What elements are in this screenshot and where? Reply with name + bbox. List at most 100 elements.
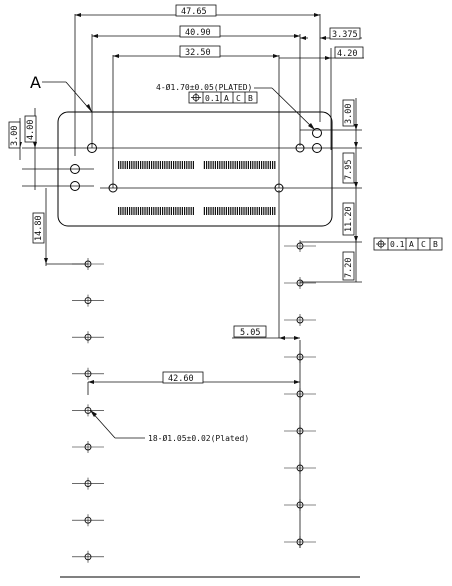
contact-pad (267, 207, 269, 215)
contact-pad (133, 207, 135, 215)
contact-pad (188, 161, 190, 169)
contact-pad (184, 161, 186, 169)
tolerance-right-datum-2: C (421, 240, 426, 249)
contact-pad (122, 161, 124, 169)
pin-hole (284, 462, 316, 474)
mount-hole-note: 4-Ø1.70±0.05(PLATED) (156, 82, 316, 131)
contact-pad (164, 207, 166, 215)
contact-pad (175, 161, 177, 169)
tolerance-frame-top: 0.1 A C B (188, 91, 258, 104)
contact-pad (223, 161, 225, 169)
contact-pad (144, 207, 146, 215)
contact-pad (124, 161, 126, 169)
pin-hole (72, 514, 104, 527)
centerlines (22, 129, 362, 548)
tolerance-right-datum-3: B (433, 240, 438, 249)
contact-pad (245, 161, 247, 169)
contact-pad (181, 161, 183, 169)
contact-pad (212, 161, 214, 169)
dim-pin-offset-label: 5.05 (240, 328, 260, 338)
contact-pad (131, 207, 133, 215)
contact-pad (265, 161, 267, 169)
contact-pad (203, 207, 205, 215)
contact-pad (252, 161, 254, 169)
tolerance-top-datum-1: A (224, 94, 229, 103)
contact-pad (170, 161, 172, 169)
dim-pin-row-label: 42.60 (168, 374, 194, 384)
contact-pad (258, 207, 260, 215)
contact-pad (230, 161, 232, 169)
contact-pad (267, 161, 269, 169)
pin-hole (72, 294, 104, 307)
contact-pad (186, 207, 188, 215)
contact-pad (236, 161, 238, 169)
contact-pad (159, 161, 161, 169)
dim-right-b-label: 7.95 (344, 160, 354, 180)
position-icon (376, 239, 386, 249)
contact-pad (243, 207, 245, 215)
contact-pad (166, 161, 168, 169)
contact-pad (206, 161, 208, 169)
contact-pad (157, 207, 159, 215)
dim-left-long: 14.80 (32, 188, 88, 266)
contact-pad (168, 207, 170, 215)
dim-right-d-label: 7.20 (344, 258, 354, 278)
contact-pad (228, 161, 230, 169)
pin-column-right (284, 240, 316, 548)
contact-pad (133, 161, 135, 169)
contact-pad (151, 161, 153, 169)
contact-pad (177, 161, 179, 169)
contact-pad (256, 161, 258, 169)
contact-pad (192, 161, 194, 169)
contact-pad (256, 207, 258, 215)
pin-column-left (72, 258, 104, 563)
contact-pad (164, 161, 166, 169)
contact-pad (186, 161, 188, 169)
pin-hole (72, 367, 104, 380)
contact-pad (153, 161, 155, 169)
contact-pad (151, 207, 153, 215)
contact-pad (153, 207, 155, 215)
contact-pad (250, 207, 252, 215)
contact-pad (173, 161, 175, 169)
contact-pad (126, 161, 128, 169)
contact-pad (250, 161, 252, 169)
mount-hole-note-text: 4-Ø1.70±0.05(PLATED) (156, 82, 252, 92)
dim-pitch-label: 32.50 (185, 48, 211, 58)
contact-pad (177, 207, 179, 215)
contact-pad (179, 161, 181, 169)
contact-pad (131, 161, 133, 169)
contact-pad (203, 161, 205, 169)
contact-pad (247, 161, 249, 169)
contact-row-bottom (118, 207, 276, 215)
dim-right-c-label: 11.20 (344, 206, 354, 232)
contact-pad (142, 207, 144, 215)
contact-pad (157, 161, 159, 169)
contact-pad (265, 207, 267, 215)
contact-pad (217, 207, 219, 215)
contact-pad (214, 161, 216, 169)
pin-hole (284, 314, 316, 326)
tolerance-frame-right: 0.1 A C B (373, 237, 443, 251)
contact-pad (274, 161, 276, 169)
contact-pad (179, 207, 181, 215)
contact-pad (190, 161, 192, 169)
mount-holes (70, 128, 322, 193)
contact-pad (124, 207, 126, 215)
dim-left-a-label: 3.00 (10, 126, 20, 146)
contact-pad (188, 207, 190, 215)
datum-a-label: A (30, 73, 41, 92)
contact-pad (206, 207, 208, 215)
pin-hole (284, 277, 316, 289)
pin-hole-note-text: 18-Ø1.05±0.02(Plated) (148, 433, 249, 443)
contact-pad (254, 207, 256, 215)
contact-pad (272, 161, 274, 169)
pin-hole (72, 441, 104, 453)
contact-pad (269, 161, 271, 169)
contact-pad (142, 161, 144, 169)
dim-right-stack: 3.00 7.95 11.20 7.20 (300, 98, 362, 283)
contact-pad (263, 161, 265, 169)
contact-pad (122, 207, 124, 215)
dim-offset-hole: 4.20 (279, 46, 364, 150)
